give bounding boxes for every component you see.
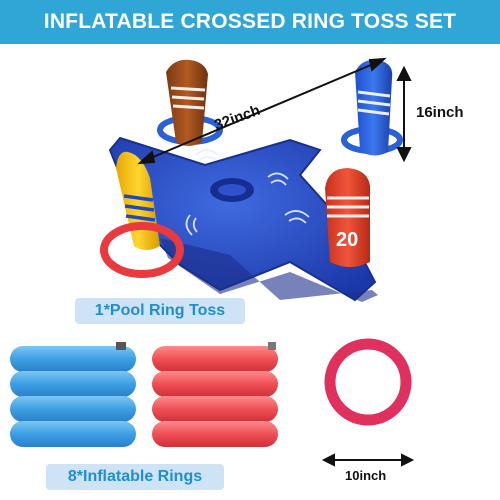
height-dimension-arrow — [396, 65, 412, 163]
diagonal-dimension-arrow — [137, 57, 387, 165]
red-ring-stack — [152, 342, 278, 447]
product-title: INFLATABLE CROSSED RING TOSS SET — [43, 10, 457, 33]
blue-ring-stack — [10, 342, 136, 447]
toss-ring-left — [100, 222, 184, 278]
ring-toss-label: 1*Pool Ring Toss — [75, 298, 245, 324]
blue-post — [355, 59, 393, 156]
ring-width-dimension-arrow — [321, 453, 415, 467]
inflatable-rings-label: 8*Inflatable Rings — [46, 464, 224, 490]
height-dimension-label: 16inch — [416, 104, 464, 121]
single-inflatable-ring — [324, 338, 412, 426]
post-number: 20 — [336, 229, 358, 251]
red-post — [325, 168, 370, 267]
title-banner — [0, 0, 500, 44]
ring-diameter-label: 10inch — [345, 468, 387, 483]
brown-post — [166, 59, 208, 146]
